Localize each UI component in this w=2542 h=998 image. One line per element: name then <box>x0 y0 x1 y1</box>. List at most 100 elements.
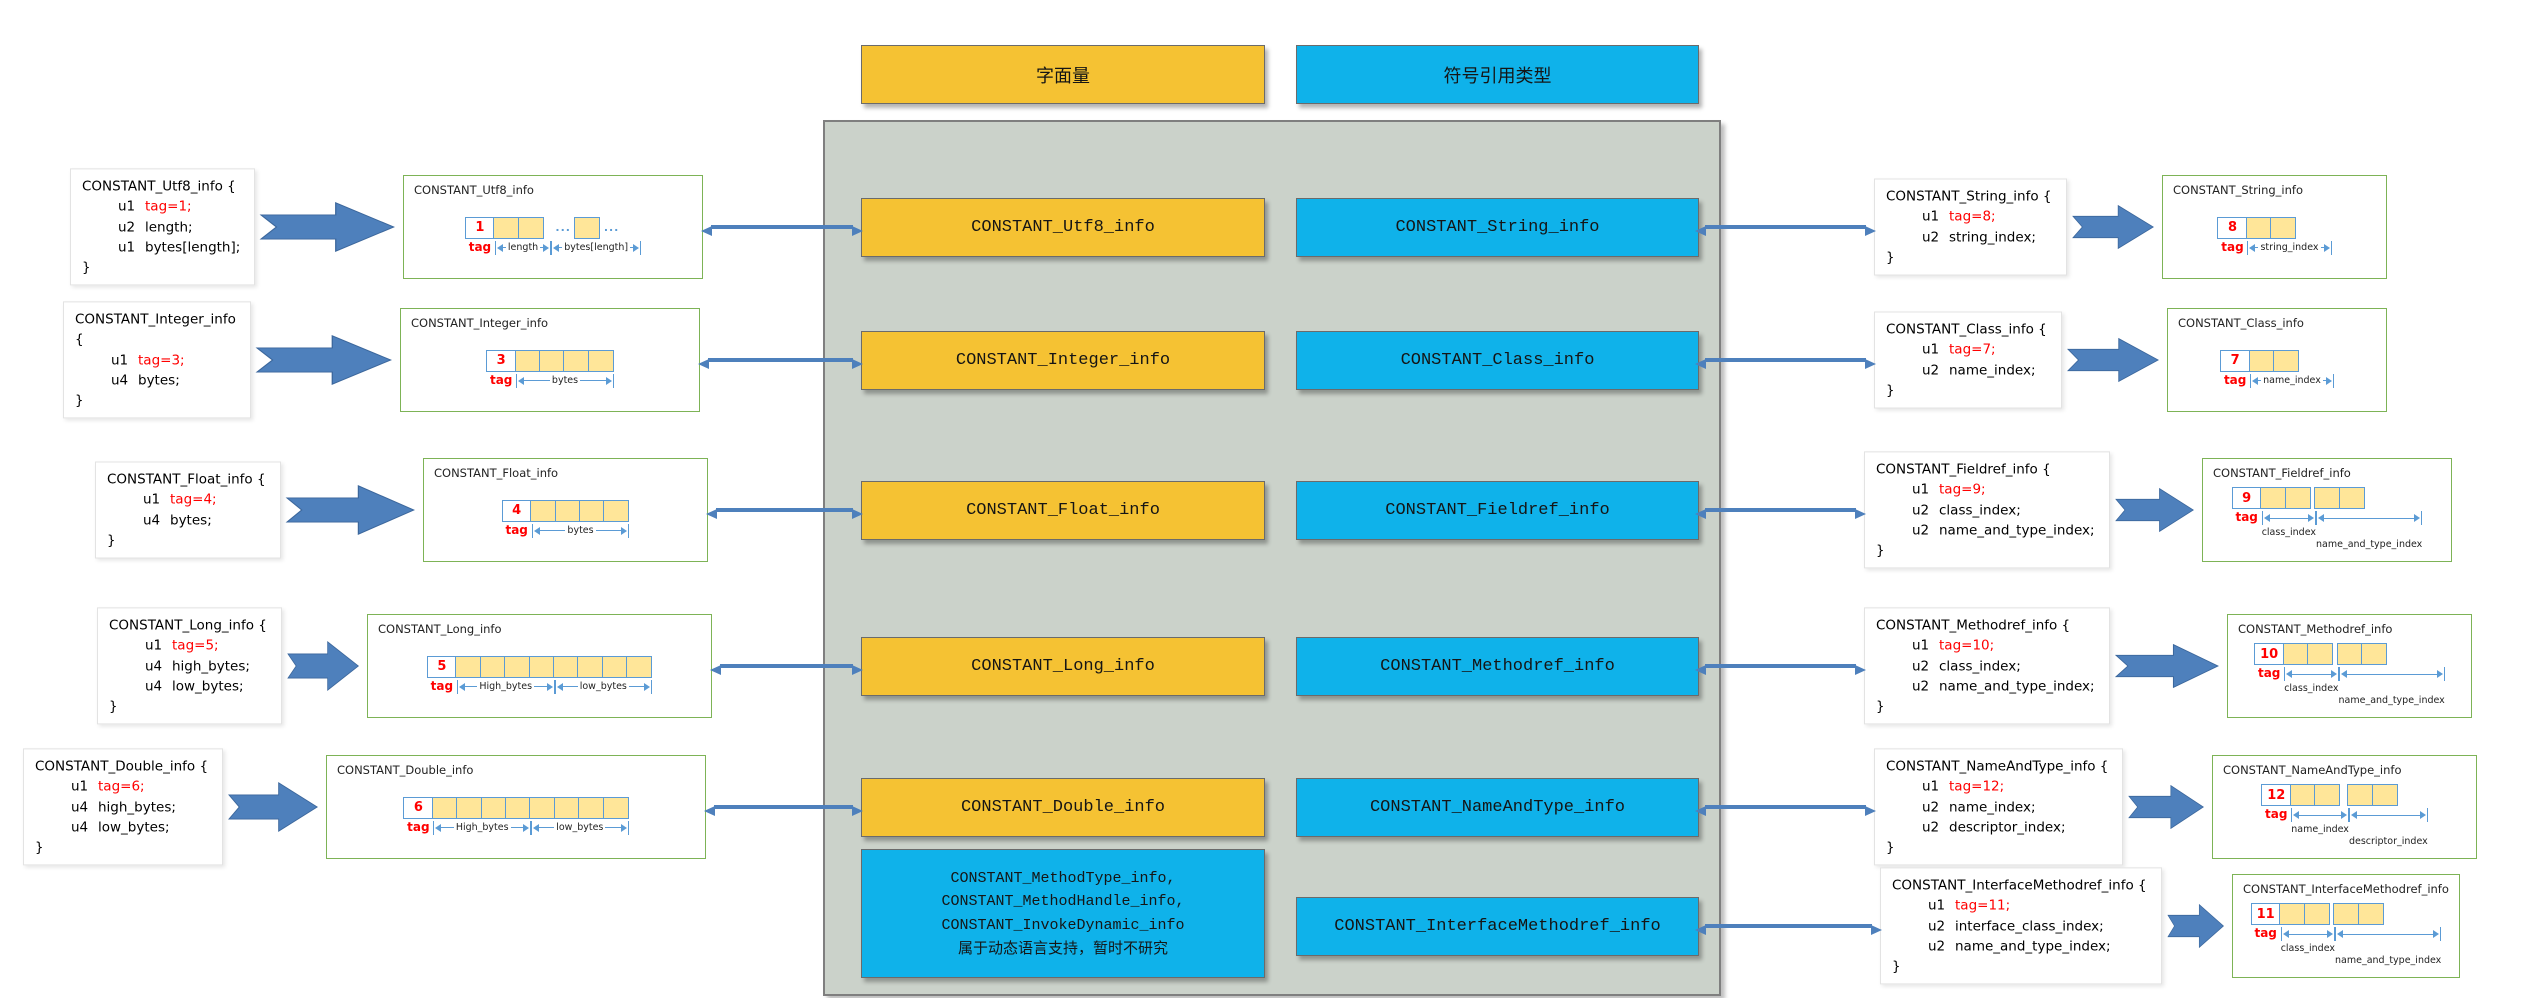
arrowhead-icon <box>518 376 525 385</box>
center-symbolic-box: CONSTANT_Fieldref_info <box>1296 481 1699 540</box>
cells-row <box>455 655 555 678</box>
cells-row <box>2279 903 2335 925</box>
center-box-label: CONSTANT_InterfaceMethodref_info <box>1334 917 1661 936</box>
field-group: class_index <box>2260 487 2317 550</box>
dimension-label: name_and_type_index <box>2338 695 2445 706</box>
byte-cell <box>455 655 482 678</box>
field-group: High_bytes <box>431 796 531 835</box>
struct-field: u4 bytes; <box>75 370 236 390</box>
tag-cell: 9 <box>2231 487 2262 509</box>
cells-row <box>493 216 551 239</box>
cells-row <box>2245 216 2331 239</box>
field-value: interface_class_index; <box>1955 917 2104 934</box>
field-value: tag=1; <box>145 198 192 215</box>
field-type: u4 <box>111 372 129 389</box>
field-value: tag=5; <box>172 637 219 654</box>
byte-cell <box>456 796 483 819</box>
arrowhead-icon <box>1871 924 1882 935</box>
block-arrow-icon <box>2067 337 2159 383</box>
cells-row <box>529 796 629 819</box>
field-value: high_bytes; <box>98 798 176 815</box>
block-arrow-icon <box>2114 643 2219 689</box>
arrowhead-icon <box>546 682 553 691</box>
dimension-line <box>628 686 645 687</box>
arrowhead-icon <box>2436 670 2443 678</box>
dimension-label: string_index <box>2260 242 2319 253</box>
byte-cell <box>603 499 630 522</box>
dimension-line <box>2292 673 2331 675</box>
cells-row <box>2282 643 2338 665</box>
center-literal-box: CONSTANT_Utf8_info <box>861 198 1265 257</box>
connector-arrow-icon <box>701 225 863 236</box>
cells-row <box>431 796 531 819</box>
byte-cell <box>2279 903 2306 925</box>
field-group: bytes <box>514 349 614 388</box>
byte-diagram-title: CONSTANT_Long_info <box>378 622 502 636</box>
tag-cell: 6 <box>403 796 434 819</box>
struct-close-brace: } <box>1892 958 1901 975</box>
field-type: u4 <box>143 512 161 528</box>
block-arrow-icon <box>2128 784 2204 830</box>
field-group: length <box>493 216 552 255</box>
dimension-arrow <box>2316 511 2423 525</box>
byte-cell <box>2336 643 2363 665</box>
dimension-line <box>2343 933 2434 935</box>
field-value: bytes; <box>138 372 180 389</box>
byte-diagram-title: CONSTANT_InterfaceMethodref_info <box>2243 882 2449 896</box>
dimension-label: bytes[length] <box>564 242 629 253</box>
field-value: tag=8; <box>1949 208 1996 225</box>
byte-cell <box>2245 216 2272 239</box>
arrowhead-icon <box>852 805 863 816</box>
dimension-line <box>595 530 622 531</box>
center-box-label: CONSTANT_Fieldref_info <box>1385 501 1610 520</box>
arrowhead-icon <box>1865 358 1876 369</box>
field-type: u2 <box>1912 657 1930 674</box>
byte-cell <box>2307 643 2333 665</box>
center-box-label: CONSTANT_Integer_info <box>955 351 1171 370</box>
arrowhead-icon <box>2340 811 2347 819</box>
byte-cell <box>504 655 531 678</box>
arrowhead-icon <box>644 682 651 691</box>
byte-cell <box>2282 643 2309 665</box>
connector-arrow-icon <box>710 664 863 675</box>
ellipsis: ... <box>555 220 571 234</box>
byte-diagram-title: CONSTANT_Integer_info <box>411 316 549 330</box>
byte-diagram-title: CONSTANT_Float_info <box>434 466 559 480</box>
field-group: High_bytes <box>455 655 555 694</box>
struct-close-brace: } <box>82 259 91 276</box>
dimension-label: low_bytes <box>556 822 604 833</box>
field-type: u2 <box>1912 522 1930 539</box>
dimension-line <box>2320 247 2324 248</box>
field-group: descriptor_index <box>2347 784 2428 847</box>
cells-row <box>2314 487 2422 509</box>
field-value: name_index; <box>1949 798 2036 815</box>
byte-cell <box>601 655 628 678</box>
dimension-arrow <box>2338 667 2445 681</box>
arrowhead-icon <box>435 823 442 832</box>
note-line: CONSTANT_MethodHandle_info, <box>941 893 1185 911</box>
field-type: u1 <box>1928 897 1946 914</box>
